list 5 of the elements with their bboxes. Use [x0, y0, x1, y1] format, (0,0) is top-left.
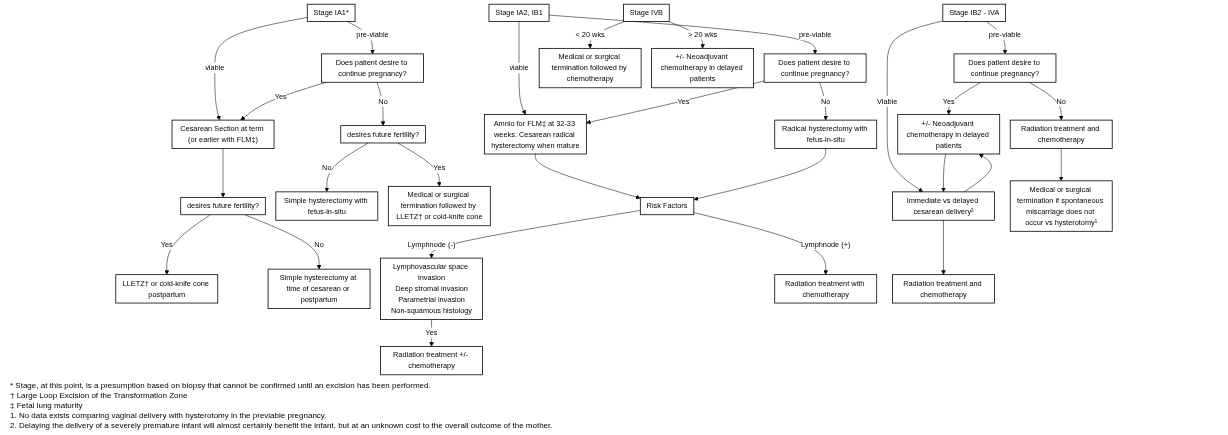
- footnote: 2. Delaying the delivery of a severely premature infant will almost certainly benefit the infant, but at an unknown cost to the overall outcome of the mother.: [10, 421, 554, 431]
- footnote: ‡ Fetal lung maturity: [10, 401, 84, 411]
- footnote: * Stage, at this point, is a presumption based on biopsy that cannot be confirmed until an excision has been performed.: [10, 381, 432, 391]
- footnote: 1. No data exists comparing vaginal delivery with hysterotomy in the previable pregnancy.: [10, 411, 328, 421]
- footnote: † Large Loop Excision of the Transformation Zone: [10, 391, 189, 401]
